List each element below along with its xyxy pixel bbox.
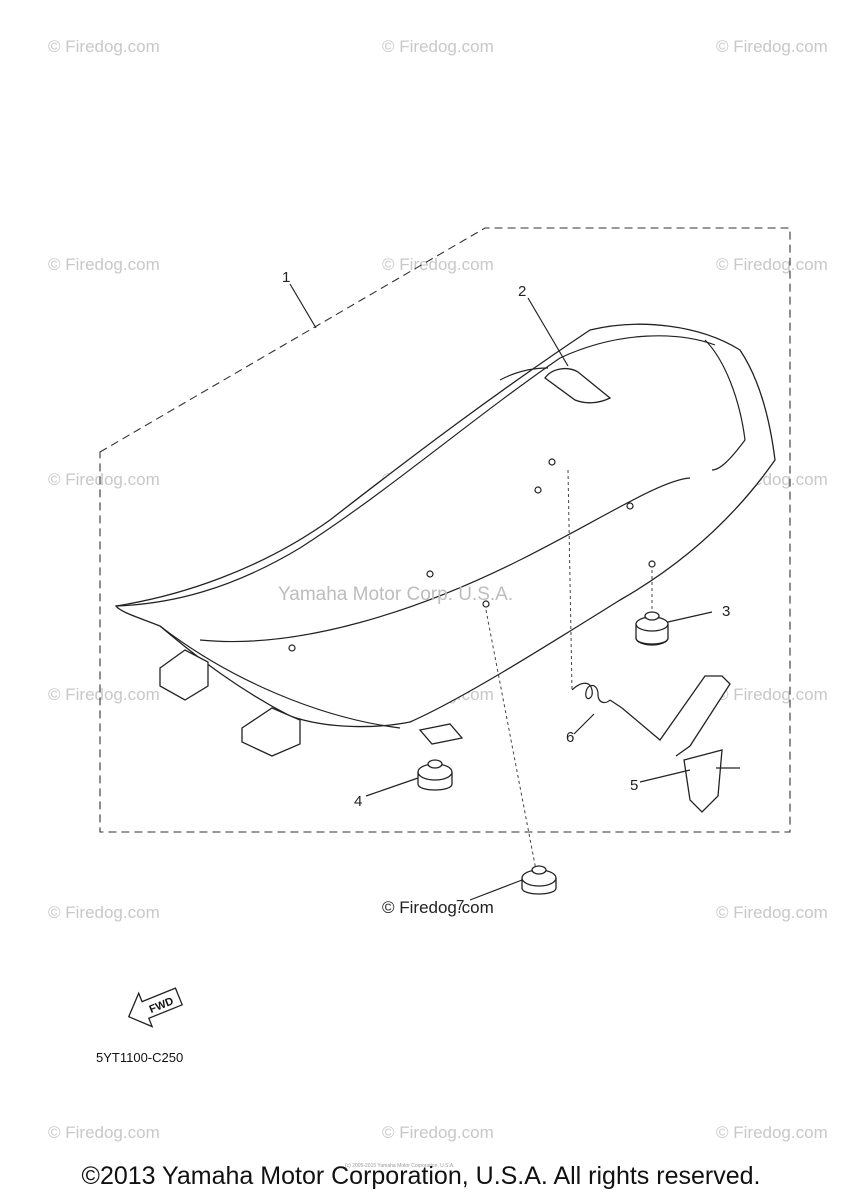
strap-band: [499, 367, 549, 381]
seat-top-edge: [115, 335, 716, 607]
mount-hole: [426, 570, 434, 578]
assembly-boundary: [99, 227, 791, 833]
callout-leader: [573, 713, 595, 735]
tiny-copyright: (c) 2005-2015 Yamaha Motor Corporation, …: [345, 1163, 455, 1169]
callout-2: 2: [518, 283, 526, 300]
watermark: © Firedog.com: [716, 1123, 828, 1142]
callout-1: 1: [282, 269, 290, 286]
callout-6: 6: [566, 729, 574, 746]
callout-leader: [289, 283, 317, 329]
seat-strap: [544, 367, 612, 404]
rear-mount: [418, 723, 464, 745]
watermark: © Firedog.com: [716, 685, 828, 704]
spring-part-6: [571, 682, 623, 709]
seat-rear-seam: [704, 339, 746, 471]
mount-hole: [626, 502, 634, 510]
alignment-line: [485, 609, 537, 871]
mount-hole: [534, 486, 542, 494]
diagram-code: 5YT1100-C250: [96, 1050, 184, 1065]
callout-leader: [639, 769, 691, 783]
damper-part-3: [635, 611, 669, 646]
fwd-arrow-icon: FWD: [127, 987, 184, 1028]
seat-assembly: [114, 323, 776, 757]
front-bracket-left: [159, 649, 209, 701]
callout-3: 3: [722, 603, 730, 620]
watermark: © Firedog.com: [48, 685, 160, 704]
watermark: © Firedog.com: [382, 37, 494, 56]
callout-5: 5: [630, 777, 638, 794]
mount-hole: [482, 600, 490, 608]
watermark: © Firedog.com: [716, 37, 828, 56]
callout-leader: [667, 611, 713, 623]
center-watermark: Yamaha Motor Corp. U.S.A.: [278, 584, 514, 605]
mount-hole: [548, 458, 556, 466]
front-bracket-right: [241, 707, 301, 757]
watermark: © Firedog.com: [48, 255, 160, 274]
watermark: © Firedog.com: [382, 1123, 494, 1142]
callout-leader: [527, 297, 569, 367]
watermark: © Firedog.com: [48, 37, 160, 56]
damper-part-4: [417, 759, 453, 791]
latch-part-5: [621, 675, 740, 813]
callout-leader: [469, 879, 523, 901]
watermark: © Firedog.com: [48, 470, 160, 489]
damper-part-7: [521, 865, 557, 895]
center-firedog-mark: © Firedog.com: [382, 898, 494, 917]
callout-leader: [365, 777, 419, 797]
watermark: © Firedog.com: [716, 255, 828, 274]
watermark: © Firedog.com: [48, 1123, 160, 1142]
seat-base-edge: [159, 625, 401, 729]
callout-7: 7: [456, 897, 464, 914]
copyright-footer: ©2013 Yamaha Motor Corporation, U.S.A. A…: [81, 1162, 761, 1190]
watermark: © Firedog.com: [382, 255, 494, 274]
alignment-line: [567, 469, 573, 691]
seat-side-seam: [199, 477, 691, 643]
mount-hole: [648, 560, 656, 568]
watermark: © Firedog.com: [716, 903, 828, 922]
watermark: © Firedog.com: [48, 903, 160, 922]
callout-4: 4: [354, 793, 362, 810]
mount-hole: [288, 644, 296, 652]
